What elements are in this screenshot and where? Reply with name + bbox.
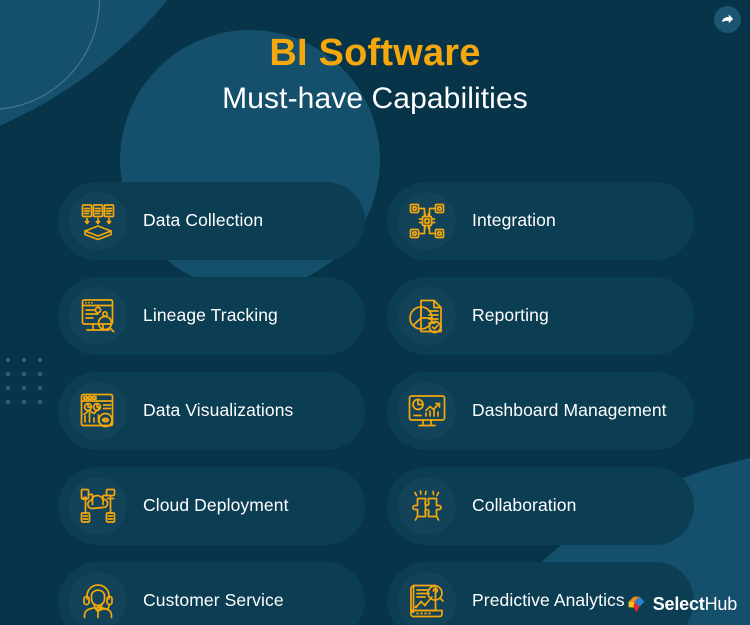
capability-card-data-visualizations[interactable]: Data Visualizations	[58, 372, 365, 450]
share-arrow-icon	[721, 14, 734, 24]
selecthub-logo[interactable]: SelectHub	[627, 594, 737, 615]
icon-container	[398, 572, 456, 625]
icon-container	[69, 287, 127, 345]
icon-container	[398, 192, 456, 250]
data-collection-icon	[81, 204, 115, 241]
icon-container	[69, 192, 127, 250]
capability-card-data-collection[interactable]: Data Collection	[58, 182, 365, 260]
logo-name-bold: Select	[652, 594, 705, 614]
capability-card-integration[interactable]: Integration	[387, 182, 694, 260]
selecthub-logo-mark	[628, 596, 645, 613]
page-title: BI Software	[269, 32, 481, 74]
capability-label: Customer Service	[143, 590, 284, 611]
capability-label: Collaboration	[472, 495, 577, 516]
logo-name-light: Hub	[704, 594, 738, 614]
capability-label: Predictive Analytics	[472, 590, 625, 611]
capability-label: Data Collection	[143, 210, 264, 231]
lineage-tracking-icon	[81, 299, 115, 333]
capability-label: Reporting	[472, 305, 549, 326]
icon-container	[69, 382, 127, 440]
capabilities-grid: Data Collection	[58, 182, 694, 625]
share-button[interactable]	[714, 6, 741, 33]
capability-card-cloud-deployment[interactable]: Cloud Deployment	[58, 467, 365, 545]
capability-card-reporting[interactable]: Reporting	[387, 277, 694, 355]
capability-card-collaboration[interactable]: Collaboration	[387, 467, 694, 545]
icon-container	[398, 477, 456, 535]
header: BI Software Must-have Capabilities	[0, 32, 750, 116]
capability-card-lineage-tracking[interactable]: Lineage Tracking	[58, 277, 365, 355]
capability-label: Dashboard Management	[472, 400, 667, 421]
capability-label: Integration	[472, 210, 556, 231]
capability-card-customer-service[interactable]: Customer Service	[58, 562, 365, 625]
icon-container	[69, 477, 127, 535]
selecthub-logo-text: SelectHub	[653, 594, 737, 615]
customer-service-icon	[83, 584, 113, 619]
icon-container	[398, 382, 456, 440]
collaboration-icon	[412, 490, 442, 521]
data-visualizations-icon	[80, 393, 114, 428]
capability-card-dashboard-management[interactable]: Dashboard Management	[387, 372, 694, 450]
capability-label: Cloud Deployment	[143, 495, 289, 516]
dot-grid-pattern	[6, 358, 54, 414]
icon-container	[398, 287, 456, 345]
capability-label: Data Visualizations	[143, 400, 294, 421]
cloud-deployment-icon	[80, 488, 116, 523]
reporting-icon	[409, 299, 442, 334]
icon-container	[69, 572, 127, 625]
page-subtitle: Must-have Capabilities	[222, 81, 528, 115]
integration-icon	[409, 203, 445, 239]
capability-card-predictive-analytics[interactable]: Predictive Analytics	[387, 562, 694, 625]
capability-label: Lineage Tracking	[143, 305, 278, 326]
predictive-analytics-icon	[410, 584, 444, 618]
dashboard-management-icon	[408, 395, 446, 427]
